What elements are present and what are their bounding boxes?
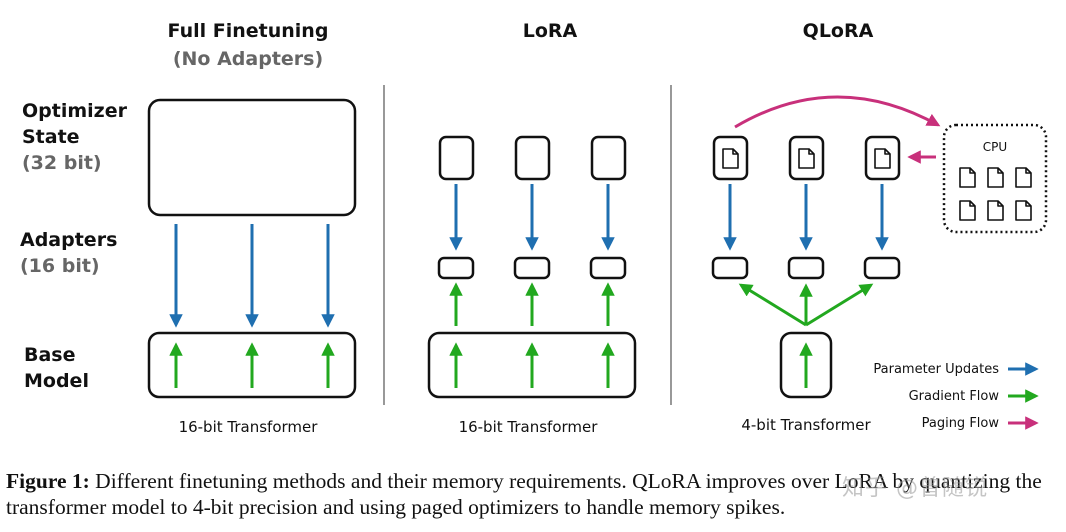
watermark: 知乎 @曾随锐 bbox=[842, 476, 988, 501]
footer-lora: 16-bit Transformer bbox=[459, 418, 599, 436]
page-icon bbox=[722, 148, 739, 169]
page-icon bbox=[798, 148, 815, 169]
legend-label-gradient-flow: Gradient Flow bbox=[909, 389, 1000, 404]
row-label-adapters: Adapters bbox=[20, 229, 117, 251]
gradient-flow-arrow bbox=[738, 283, 807, 327]
page-icon bbox=[1015, 200, 1032, 221]
page-icon bbox=[874, 148, 891, 169]
page-icon bbox=[987, 167, 1004, 188]
heading-qlora: QLoRA bbox=[803, 20, 874, 42]
caption-label: Figure 1: bbox=[6, 469, 90, 493]
paging-flow-arrow bbox=[734, 95, 941, 129]
page-icon bbox=[1015, 167, 1032, 188]
gradient-flow-arrow bbox=[805, 283, 874, 327]
page-icon bbox=[959, 200, 976, 221]
row-label-base: Base bbox=[24, 344, 76, 366]
legend-label-parameter-updates: Parameter Updates bbox=[873, 362, 999, 377]
legend-label-paging-flow: Paging Flow bbox=[922, 416, 1000, 431]
adapter-box bbox=[863, 256, 901, 280]
footer-full-finetuning: 16-bit Transformer bbox=[179, 418, 319, 436]
adapter-box bbox=[589, 256, 627, 280]
adapter-box bbox=[711, 256, 749, 280]
page-icon bbox=[959, 167, 976, 188]
adapter-box bbox=[787, 256, 825, 280]
optimizer-state-box bbox=[590, 135, 627, 181]
figure-caption: Figure 1: Different finetuning methods a… bbox=[6, 468, 1062, 520]
adapter-box bbox=[513, 256, 551, 280]
heading-full-finetuning: Full Finetuning bbox=[168, 20, 329, 42]
cpu-label: CPU bbox=[983, 140, 1007, 154]
row-label-optimizer: Optimizer bbox=[22, 100, 128, 122]
optimizer-state-box bbox=[438, 135, 475, 181]
heading-lora: LoRA bbox=[523, 20, 578, 42]
row-label-state: State bbox=[22, 126, 80, 148]
optimizer-state-box bbox=[147, 98, 357, 217]
caption-text: Different finetuning methods and their m… bbox=[6, 469, 1042, 519]
row-label-optimizer-bits: (32 bit) bbox=[22, 152, 102, 174]
adapter-box bbox=[437, 256, 475, 280]
optimizer-state-box bbox=[514, 135, 551, 181]
heading-full-finetuning-sub: (No Adapters) bbox=[173, 48, 323, 70]
row-label-adapters-bits: (16 bit) bbox=[20, 255, 100, 277]
footer-qlora: 4-bit Transformer bbox=[741, 416, 871, 434]
page-icon bbox=[987, 200, 1004, 221]
row-label-model: Model bbox=[24, 370, 89, 392]
